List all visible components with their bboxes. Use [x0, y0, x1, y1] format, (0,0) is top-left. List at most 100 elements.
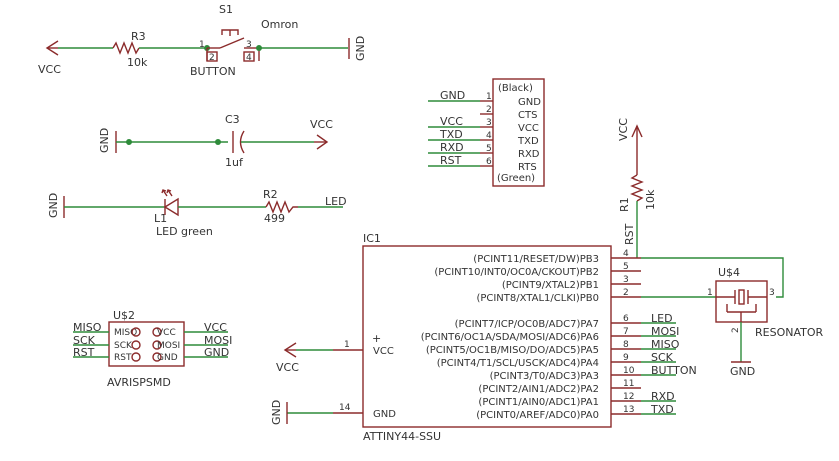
vcc-symbol-ic1: [283, 342, 297, 358]
vcc-label-r3: VCC: [38, 63, 61, 76]
ftdi-pin-5-num: 5: [486, 144, 492, 154]
ftdi-net-1: GND: [440, 89, 465, 102]
ftdi-net-4: TXD: [439, 128, 463, 141]
ic1-net-13: TXD: [650, 403, 674, 416]
junction-c3-mid: [215, 139, 221, 145]
isp-net-left-1: MISO: [73, 321, 102, 334]
ftdi-pin-1-num: 1: [486, 92, 492, 102]
ic1-pin-1-num: 1: [344, 340, 350, 350]
ic1-pin-6-name: (PCINT7/ICP/OC0B/ADC7)PA7: [455, 319, 599, 330]
ic1-net-10: BUTTON: [651, 364, 697, 377]
s1-pin2: 2: [209, 53, 215, 63]
net-label-led-r2: LED: [325, 195, 347, 208]
ic1-part: ATTINY44-SSU: [363, 430, 441, 443]
vcc-label-r1: VCC: [617, 118, 630, 141]
ftdi-bottom-label: (Green): [497, 173, 535, 184]
isp-pin-right-2: MOSI: [157, 341, 180, 351]
resistor-r2: [265, 200, 298, 214]
isp-pin-right-3: GND: [157, 353, 178, 363]
isp-pin-right-1: VCC: [157, 328, 176, 338]
vcc-symbol-r1: [631, 124, 643, 175]
isp-net-left-2: SCK: [73, 334, 96, 347]
ic1-pin-8-num: 8: [623, 340, 629, 350]
r1-value: 10k: [644, 189, 657, 210]
ic1-pin-11-name: (PCINT2/AIN1/ADC2)PA2: [478, 384, 599, 395]
ic1-pin-11-num: 11: [623, 379, 634, 389]
r3-name: R3: [131, 30, 146, 43]
resonator-crystal: [716, 289, 767, 322]
ic1-pin-10-num: 10: [623, 366, 635, 376]
s1-part: BUTTON: [190, 65, 236, 78]
capacitor-c3: [232, 130, 245, 154]
ic1-pin-12-name: (PCINT1/AIN0/ADC1)PA1: [478, 397, 599, 408]
isp-pin-left-3: RST: [114, 353, 132, 363]
isp-pad-right-3: [152, 352, 162, 362]
vcc-label-ic1: VCC: [276, 361, 299, 374]
ftdi-net-6: RST: [440, 154, 462, 167]
gnd-label-c3: GND: [98, 128, 111, 153]
isp-pad-left-1: [131, 327, 141, 337]
ic1-plus-mark: +: [372, 332, 381, 345]
ftdi-pin-1-name: GND: [518, 97, 541, 108]
ftdi-net-5: RXD: [440, 141, 464, 154]
res-pin1: 1: [707, 288, 713, 298]
net-label-rst-r1: RST: [623, 223, 636, 245]
ic1-pin-5-name: (PCINT10/INT0/OC0A/CKOUT)PB2: [434, 267, 599, 278]
ftdi-pin-3-name: VCC: [518, 123, 539, 134]
vcc-symbol-c3: [314, 134, 329, 150]
isp-pad-right-1: [152, 327, 162, 337]
isp-net-right-3: GND: [204, 346, 229, 359]
junction-c3-left: [126, 139, 132, 145]
ftdi-pin-4-name: TXD: [517, 136, 539, 147]
ic1-right-pins: 4(PCINT11/RESET/DW)PB35(PCINT10/INT0/OC0…: [421, 249, 697, 421]
s1-pin3: 3: [246, 40, 252, 50]
ic1-pin-12-num: 12: [623, 392, 634, 402]
ftdi-top-label: (Black): [498, 83, 533, 94]
ic1-pin-4-num: 4: [623, 249, 629, 259]
isp-net-right-1: VCC: [204, 321, 227, 334]
ic1-net-7: MOSI: [651, 325, 679, 338]
c3-name: C3: [225, 113, 240, 126]
isp-pin-left-2: SCK: [114, 341, 133, 351]
isp-pin-left-1: MISO: [114, 328, 137, 338]
ftdi-net-3: VCC: [440, 115, 463, 128]
resistor-r3: [112, 41, 140, 55]
ic1-net-12: RXD: [651, 390, 675, 403]
ftdi-pin-6-num: 6: [486, 157, 492, 167]
resistor-r1: [630, 174, 644, 202]
r2-name: R2: [263, 188, 278, 201]
res-name: U$4: [718, 266, 740, 279]
ic1-pin-6-num: 6: [623, 314, 629, 324]
ic1-pin-13-num: 13: [623, 405, 634, 415]
ftdi-pin-2-name: CTS: [518, 110, 537, 121]
isp-net-right-2: MOSI: [204, 334, 232, 347]
ic1-net-9: SCK: [651, 351, 674, 364]
ic1-net-8: MISO: [651, 338, 680, 351]
r2-value: 499: [264, 212, 285, 225]
ic1-pin-9-num: 9: [623, 353, 629, 363]
ic1-pin-1-name: VCC: [373, 346, 394, 357]
ic1-pin-8-name: (PCINT5/OC1B/MISO/DO/ADC5)PA5: [426, 345, 599, 356]
gnd-label-ic1: GND: [270, 400, 283, 425]
l1-value: LED green: [156, 225, 213, 238]
isp-body: [108, 321, 185, 367]
c3-value: 1uf: [225, 156, 244, 169]
vcc-label-c3: VCC: [310, 118, 333, 131]
gnd-label-res: GND: [730, 365, 755, 378]
isp-pad-right-2: [152, 340, 162, 350]
s1-pin4: 4: [246, 53, 252, 63]
ftdi-pin-4-num: 4: [486, 131, 492, 141]
isp-part: AVRISPSMD: [107, 376, 171, 389]
s1-name: S1: [219, 3, 233, 16]
l1-name: L1: [154, 212, 167, 225]
res-pin2: 2: [731, 327, 741, 333]
wire-pb3-resonator: [641, 257, 784, 298]
isp-pad-left-3: [131, 352, 141, 362]
res-part: RESONATOR: [755, 326, 824, 339]
ic1-pin-4-name: (PCINT11/RESET/DW)PB3: [473, 254, 599, 265]
ic1-pin-7-num: 7: [623, 327, 629, 337]
